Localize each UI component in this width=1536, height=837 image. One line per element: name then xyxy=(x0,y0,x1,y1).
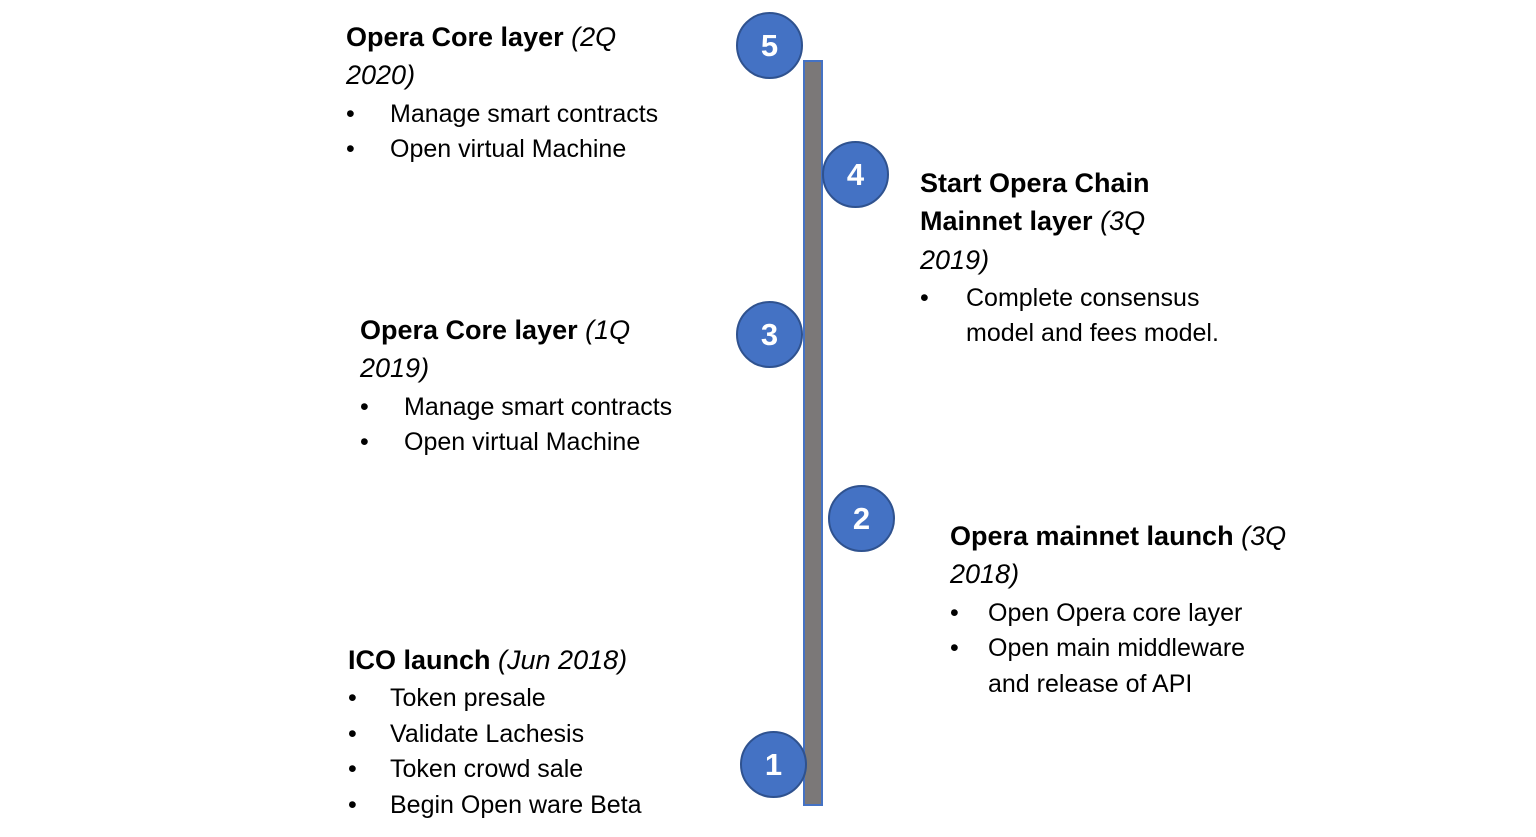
milestone-bullets-5: Manage smart contracts Open virtual Mach… xyxy=(346,97,686,168)
milestone-block-3: Opera Core layer (1Q 2019) Manage smart … xyxy=(360,311,700,461)
milestone-bullets-3: Manage smart contracts Open virtual Mach… xyxy=(360,390,700,461)
bullet-item: Token presale xyxy=(348,681,708,717)
milestone-date-4: (3Q 2019) xyxy=(920,206,1146,275)
milestone-block-5: Opera Core layer (2Q 2020) Manage smart … xyxy=(346,18,686,168)
milestone-title-3: Opera Core layer xyxy=(360,315,586,345)
timeline-spine xyxy=(803,60,823,806)
timeline-marker-2[interactable]: 2 xyxy=(828,485,895,552)
timeline-marker-1[interactable]: 1 xyxy=(740,731,807,798)
bullet-item: Open virtual Machine xyxy=(360,425,700,461)
bullet-item: Manage smart contracts xyxy=(346,97,686,133)
marker-number-1: 1 xyxy=(764,747,783,782)
bullet-item: Complete consensus model and fees model. xyxy=(920,281,1220,352)
milestone-date-5: (2Q 2020) xyxy=(346,22,617,91)
bullet-item: Open Opera core layer xyxy=(950,596,1290,632)
milestone-date-2: (3Q 2018) xyxy=(950,521,1287,590)
bullet-item: Open virtual Machine xyxy=(346,132,686,168)
bullet-item: Validate Lachesis xyxy=(348,717,708,753)
bullet-item: Open main middleware and release of API xyxy=(950,631,1290,702)
timeline-marker-4[interactable]: 4 xyxy=(822,141,889,208)
marker-number-4: 4 xyxy=(846,157,865,192)
timeline-marker-3[interactable]: 3 xyxy=(736,301,803,368)
milestone-heading-4: Start Opera Chain Mainnet layer (3Q 2019… xyxy=(920,164,1220,279)
milestone-block-1: ICO launch (Jun 2018) Token presale Vali… xyxy=(348,641,708,823)
milestone-heading-2: Opera mainnet launch (3Q 2018) xyxy=(950,517,1290,594)
milestone-bullets-1: Token presale Validate Lachesis Token cr… xyxy=(348,681,708,823)
milestone-title-5: Opera Core layer xyxy=(346,22,572,52)
marker-number-3: 3 xyxy=(760,317,779,352)
milestone-date-3: (1Q 2019) xyxy=(360,315,631,384)
milestone-title-4: Start Opera Chain Mainnet layer xyxy=(920,168,1150,237)
milestone-bullets-4: Complete consensus model and fees model. xyxy=(920,281,1220,352)
milestone-bullets-2: Open Opera core layer Open main middlewa… xyxy=(950,596,1290,703)
bullet-item: Manage smart contracts xyxy=(360,390,700,426)
milestone-date-1: (Jun 2018) xyxy=(498,645,628,675)
bullet-item: Begin Open ware Beta xyxy=(348,788,708,824)
marker-number-2: 2 xyxy=(852,501,871,536)
timeline-marker-5[interactable]: 5 xyxy=(736,12,803,79)
bullet-item: Token crowd sale xyxy=(348,752,708,788)
milestone-block-2: Opera mainnet launch (3Q 2018) Open Oper… xyxy=(950,517,1290,702)
marker-number-5: 5 xyxy=(760,28,779,63)
milestone-title-1: ICO launch xyxy=(348,645,499,675)
milestone-title-2: Opera mainnet launch xyxy=(950,521,1242,551)
milestone-heading-3: Opera Core layer (1Q 2019) xyxy=(360,311,700,388)
milestone-block-4: Start Opera Chain Mainnet layer (3Q 2019… xyxy=(920,164,1220,352)
milestone-heading-5: Opera Core layer (2Q 2020) xyxy=(346,18,686,95)
milestone-heading-1: ICO launch (Jun 2018) xyxy=(348,641,708,679)
